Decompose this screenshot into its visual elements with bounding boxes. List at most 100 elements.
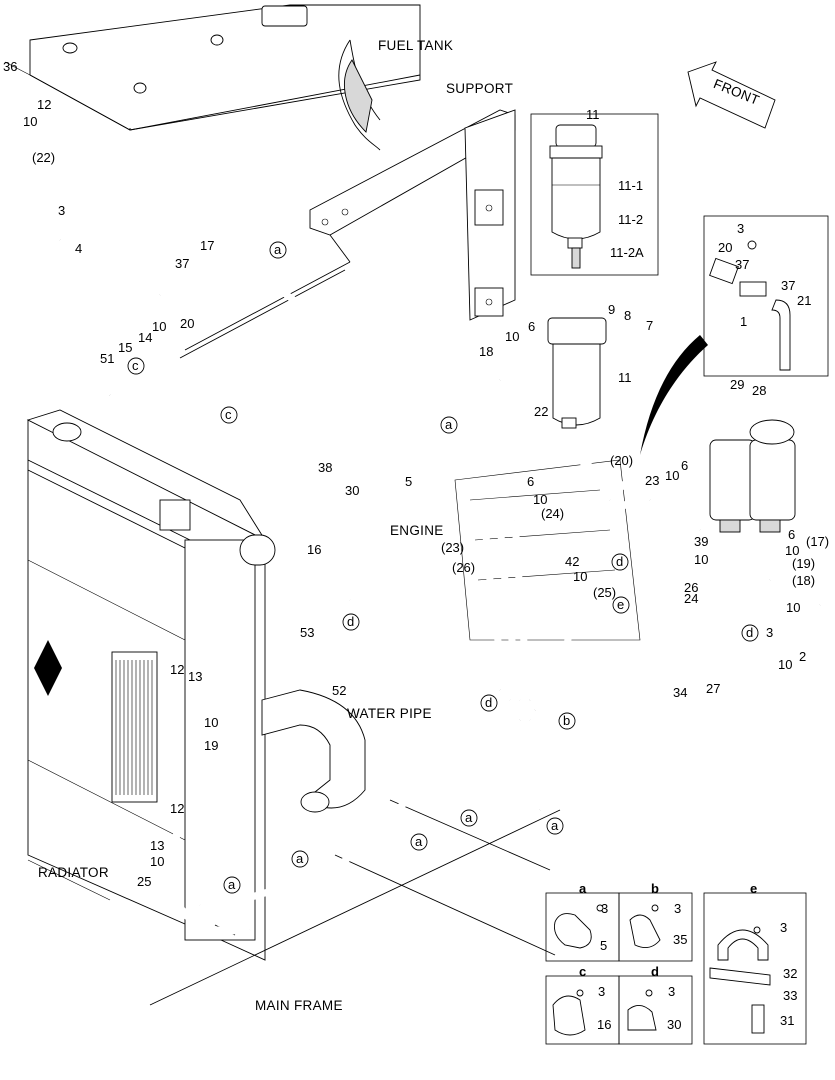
callout: 10 (505, 329, 519, 344)
detail-box-id: a (579, 881, 587, 896)
clamp-ref: a (274, 242, 282, 257)
callout: 25 (137, 874, 151, 889)
clamp-ref: a (445, 417, 453, 432)
callout: 39 (694, 534, 708, 549)
callout: 10 (694, 552, 708, 567)
callout: 10 (778, 657, 792, 672)
callout: (19) (792, 556, 815, 571)
detail-part: 3 (780, 920, 787, 935)
fuel-tank (4, 4, 421, 151)
detail-part: 31 (780, 1013, 794, 1028)
detail-part: 33 (783, 988, 797, 1003)
detail-box-id: b (651, 881, 659, 896)
callout: 6 (788, 527, 795, 542)
callout: 26 (684, 580, 698, 595)
clamp-ref: d (616, 554, 623, 569)
callout: 2 (799, 649, 806, 664)
callout: (20) (610, 453, 633, 468)
callout: 10 (665, 468, 679, 483)
water-separator-filters (709, 419, 796, 533)
callout: 3 (737, 221, 744, 236)
inset-pointer (640, 335, 708, 455)
clamp-ref: a (465, 810, 473, 825)
callout: (24) (541, 506, 564, 521)
callout: 10 (785, 543, 799, 558)
callout: 6 (528, 319, 535, 334)
label-support: SUPPORT (446, 81, 513, 96)
callout: 38 (318, 460, 332, 475)
callout: 6 (681, 458, 688, 473)
callout: 52 (332, 683, 346, 698)
detail-part: 3 (674, 901, 681, 916)
callout: 28 (752, 383, 766, 398)
detail-box-id: d (651, 964, 659, 979)
detail-part: 30 (667, 1017, 681, 1032)
callout: 18 (479, 344, 493, 359)
callout: 11-1 (618, 178, 643, 193)
callout: 51 (100, 351, 114, 366)
callout: 23 (645, 473, 659, 488)
callout: (17) (806, 534, 829, 549)
fuel-hoses (4, 129, 824, 935)
section-labels: FUEL TANK SUPPORT FRONT ENGINE WATER PIP… (38, 38, 762, 1013)
label-radiator: RADIATOR (38, 865, 109, 880)
clamp-ref: a (551, 818, 559, 833)
callout: 24 (684, 591, 698, 606)
callout: 10 (150, 854, 164, 869)
callout: 16 (307, 542, 321, 557)
clamp-ref: d (347, 614, 354, 629)
callout: 20 (718, 240, 732, 255)
callout: 6 (527, 474, 534, 489)
callout: 21 (797, 293, 811, 308)
callout: 11-2A (610, 245, 644, 260)
callout: 13 (150, 838, 164, 853)
callout: 13 (188, 669, 202, 684)
detail-part: 3 (598, 984, 605, 999)
callout: 10 (152, 319, 166, 334)
clamp-ref: e (617, 597, 624, 612)
detail-box-id: e (750, 881, 757, 896)
radiator (26, 409, 276, 961)
callout: 10 (23, 114, 37, 129)
detail-part: 16 (597, 1017, 611, 1032)
clamp-ref: c (225, 407, 232, 422)
callout: 11-2 (618, 212, 643, 227)
detail-part: 3 (601, 901, 608, 916)
fitting-detail-inset (703, 215, 829, 377)
detail-part: 35 (673, 932, 687, 947)
clamp-detail-boxes (545, 892, 807, 1045)
callout: 3 (58, 203, 65, 218)
clamp-reference-markers: a c c a d d d e d b a a a a a (127, 241, 759, 894)
callout: 19 (204, 738, 218, 753)
callout: 37 (735, 257, 749, 272)
callout: (23) (441, 540, 464, 555)
callout: 27 (706, 681, 720, 696)
water-pipe (261, 689, 366, 813)
callout: 17 (200, 238, 214, 253)
clamp-ref: d (485, 695, 492, 710)
clamp-ref: a (228, 877, 236, 892)
callout: 36 (3, 59, 17, 74)
callout: 12 (37, 97, 51, 112)
callout: 10 (204, 715, 218, 730)
front-arrow (687, 61, 776, 129)
detail-part: 5 (600, 938, 607, 953)
main-frame (149, 799, 561, 1006)
callout: 14 (138, 330, 152, 345)
label-main-frame: MAIN FRAME (255, 998, 343, 1013)
callout: 9 (608, 302, 615, 317)
callout: 1 (740, 314, 747, 329)
callout: 10 (786, 600, 800, 615)
detail-box-id: c (579, 964, 586, 979)
callout: 12 (170, 662, 184, 677)
main-fuel-filter (547, 317, 607, 429)
callout: 53 (300, 625, 314, 640)
support-bracket (179, 109, 516, 359)
callout: 11 (618, 370, 632, 385)
callout: 29 (730, 377, 744, 392)
callout: 11 (586, 107, 600, 122)
callout: 15 (118, 340, 132, 355)
label-engine: ENGINE (390, 523, 444, 538)
clamp-ref: c (132, 358, 139, 373)
callout: (25) (593, 585, 616, 600)
